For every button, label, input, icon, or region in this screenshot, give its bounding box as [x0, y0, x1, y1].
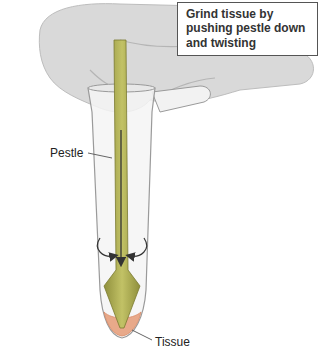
part-label: Tissue [155, 335, 190, 349]
twist-arrow [97, 238, 114, 256]
note-text: Grind tissue by pushing pestle down and … [186, 7, 309, 50]
pestle [104, 40, 140, 328]
twist-arrow [130, 238, 147, 256]
part-label: Pestle [50, 146, 83, 160]
push-arrow [120, 130, 121, 262]
tube-lid [152, 86, 210, 112]
leader-line [132, 330, 152, 340]
leader-line [88, 153, 112, 158]
note-box: Grind tissue by pushing pestle down and … [177, 2, 318, 56]
